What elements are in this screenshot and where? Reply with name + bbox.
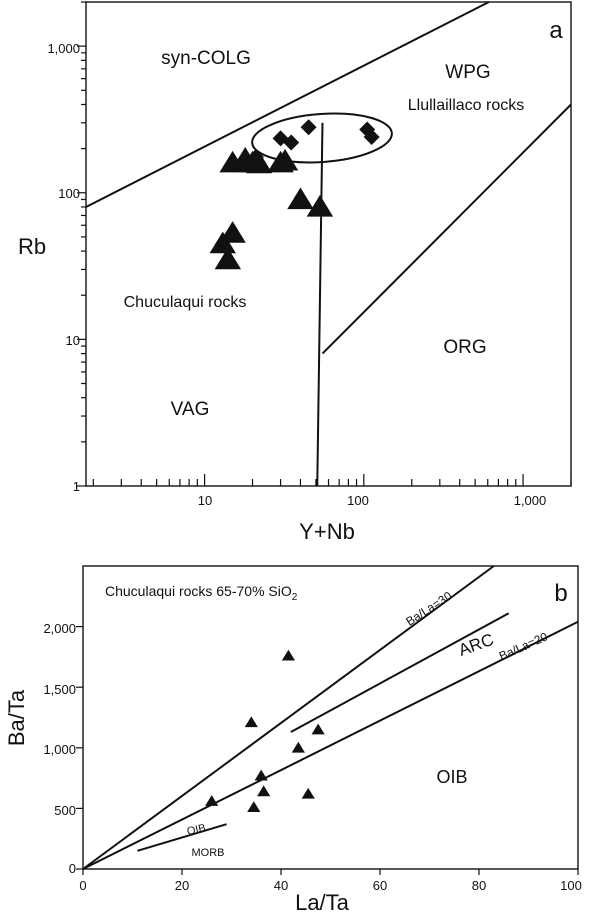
llullaillaco-diamond-point [363,129,380,146]
y-tick-label-b: 0 [69,861,76,876]
y-tick-label-a: 100 [58,186,80,201]
annotation-chuculaqui: Chuculaqui rocks [124,294,247,311]
boundary-line [321,103,572,355]
x-tick-label-b: 0 [79,878,86,893]
line-label-oib: OIB [186,822,207,838]
llullaillaco-diamond-point [247,149,264,166]
y-tick-label-a: 1,000 [47,41,80,56]
chuculaqui-triangle-point [301,787,315,799]
boundary-line [85,1,490,208]
x-axis-title-a: Y+Nb [299,519,355,544]
panel-b-points [205,649,325,812]
chuculaqui-triangle-point [291,741,305,753]
panel-a-field-boundaries [85,1,572,487]
field-oib: OIB [436,767,467,787]
chuculaqui-triangle-point [287,187,314,210]
chuculaqui-triangle-point [245,151,273,174]
field-arc: ARC [456,630,496,660]
y-tick-label-a: 1 [73,479,80,494]
field-wpg: WPG [445,62,490,83]
chuculaqui-triangle-point [254,769,268,781]
chuculaqui-triangle-point [257,785,271,797]
field-syn-colg: syn-COLG [161,48,251,69]
x-tick-label-b: 60 [373,878,387,893]
llullaillaco-ellipse [251,112,393,164]
y-tick-label-b: 1,000 [43,742,76,757]
annotation-llullaillaco: Llullaillaco rocks [408,97,525,114]
panel-a-frame [85,1,572,487]
boundary-line [316,122,324,487]
y-tick-label-b: 500 [54,803,76,818]
line-label-ba-la-30: Ba/La=30 [403,589,454,629]
panel-a-label: a [549,17,563,44]
x-tick-label-b: 80 [472,878,486,893]
boundary-line [82,620,579,870]
x-tick-label-b: 40 [274,878,288,893]
y-tick-label-b: 1,500 [43,682,76,697]
panel-b-field-boundaries [82,565,579,870]
field-vag: VAG [171,399,210,420]
chuculaqui-triangle-point [219,221,246,243]
y-tick-label-b: 2,000 [43,621,76,636]
chuculaqui-triangle-point [306,194,334,217]
boundary-line [82,565,495,870]
y-axis-title-b: Ba/Ta [4,689,29,746]
panel-a-points [209,119,380,270]
line-label-ba-la-20: Ba/La=20 [497,629,550,663]
x-tick-label-a: 10 [198,493,212,508]
chuculaqui-triangle-point [214,247,242,270]
boundary-line [290,612,510,733]
x-tick-label-b: 20 [175,878,189,893]
chuculaqui-triangle-point [247,801,261,812]
llullaillaco-diamond-point [283,134,300,151]
field-org: ORG [443,337,486,358]
chuculaqui-triangle-point [311,723,325,735]
chuculaqui-triangle-point [281,649,296,661]
x-tick-label-b: 100 [560,878,582,893]
x-tick-label-a: 1,000 [514,493,547,508]
chuculaqui-triangle-point [271,148,299,171]
y-axis-title-a: Rb [18,234,46,259]
chuculaqui-triangle-point [244,716,258,728]
panel-a: a syn-COLG WPG VAG ORG Llullaillaco rock… [18,1,572,544]
panel-b-label: b [554,580,567,607]
panel-b-frame [82,565,579,870]
boundary-line [137,823,227,852]
llullaillaco-diamond-point [300,119,317,136]
x-axis-title-b: La/Ta [295,890,350,913]
chuculaqui-triangle-point [205,795,219,806]
panel-a-ticks [77,1,572,487]
panel-b: b Chuculaqui rocks 65-70% SiO2 ARC OIB B… [4,565,582,913]
panel-b-ticks [76,625,579,875]
panel-b-title: Chuculaqui rocks 65-70% SiO2 [105,583,298,603]
x-tick-label-a: 100 [347,493,369,508]
line-label-morb: MORB [192,847,225,859]
y-tick-label-a: 10 [66,333,80,348]
